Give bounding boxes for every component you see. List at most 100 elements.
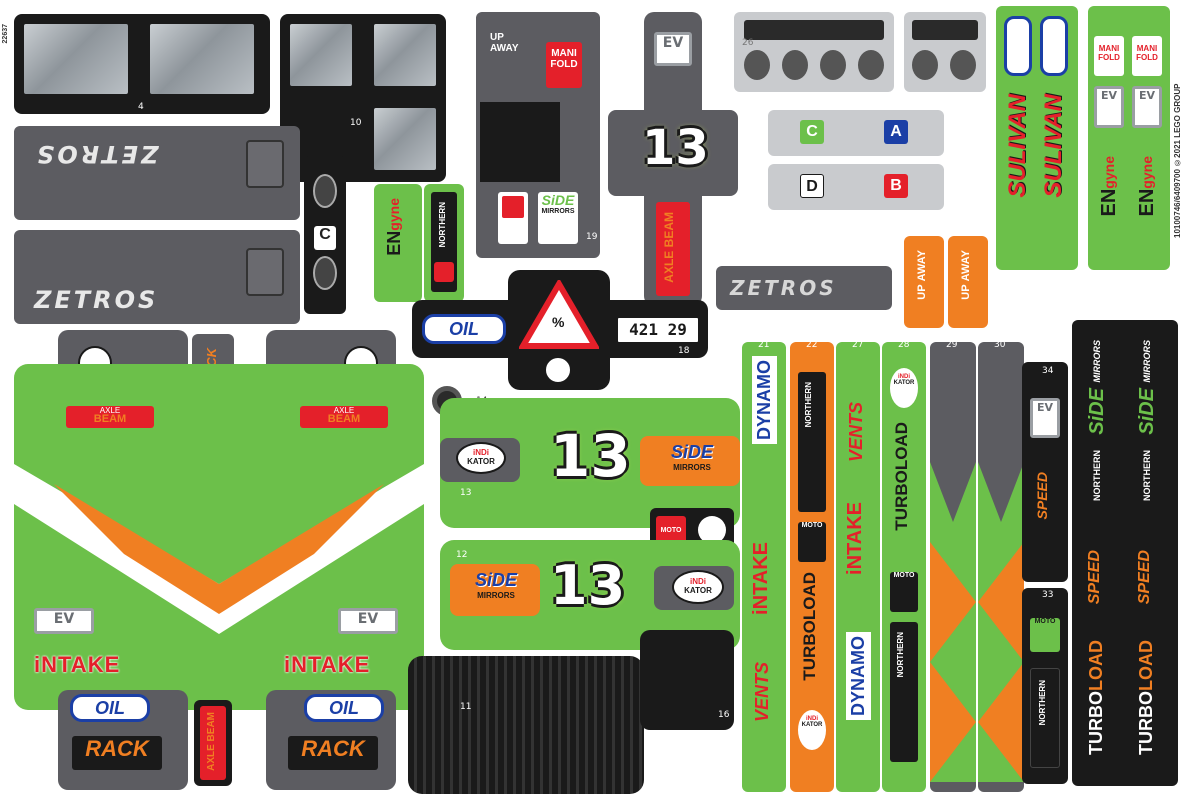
- engyne-logo: ENgyne: [384, 198, 405, 256]
- northern-badge: [1030, 668, 1060, 768]
- northern-text: NORTHERN: [1038, 680, 1047, 726]
- northern-badge: [890, 622, 918, 762]
- mercedes-icon: [820, 50, 846, 80]
- letter-d-chip: D: [800, 174, 824, 198]
- turbo-load-logo: TURBOLOAD: [1136, 640, 1157, 755]
- load-text: LOAD: [800, 572, 819, 621]
- sticker-number: 12: [456, 550, 468, 560]
- sticker-2: ZETROS 2: [14, 230, 300, 324]
- mercedes-icon: [950, 50, 976, 80]
- sticker-number: 27: [852, 342, 864, 350]
- turbo-load-logo: TURBOLOAD: [800, 572, 820, 681]
- sticker-5: AXLE BEAM 5: [194, 700, 232, 786]
- window-panel: [370, 20, 440, 90]
- oil-vertical: [1004, 16, 1032, 76]
- kator-text: KATOR: [467, 457, 495, 466]
- indi-text: iNDi: [473, 448, 489, 457]
- northern-text: NORTHERN: [804, 382, 813, 428]
- zetros-logo: ZETROS: [34, 286, 159, 314]
- up-text: UP: [916, 284, 928, 300]
- moto-logo: MOTO: [890, 572, 918, 612]
- letter-b-chip: B: [884, 174, 908, 198]
- indi-text: iNDi: [806, 716, 818, 722]
- bar-dark: [912, 20, 978, 40]
- window-panel: [20, 20, 132, 98]
- ev-logo: EV: [338, 608, 398, 634]
- sticker-23: ZETROS 23: [716, 266, 892, 310]
- radish-icon: [544, 356, 572, 384]
- sticker-36: SiDE MIRRORS SiDE MIRRORS NORTHERN NORTH…: [1072, 320, 1178, 786]
- sticker-31-left: UP AWAY: [904, 236, 944, 328]
- axle-beam-text: AXLE BEAM: [206, 712, 217, 771]
- kator-text: KATOR: [801, 722, 823, 728]
- mirrors-text: MIRRORS: [1092, 340, 1102, 383]
- sulivan-logo: SULIVAN: [1004, 94, 1031, 198]
- vents-logo: VENTS: [752, 662, 772, 723]
- turbo-text: TURBO: [1136, 691, 1156, 755]
- manifold-logo: MANI FOLD: [1094, 36, 1124, 76]
- manifold-logo: MANI FOLD: [546, 42, 582, 88]
- fold-text: FOLD: [550, 59, 578, 70]
- beam-text: BEAM: [662, 212, 676, 248]
- sheet-code-right: 10100746/6409700 ©2021 LEGO GROUP: [1173, 83, 1182, 238]
- turbo-load-logo: TURBOLOAD: [892, 422, 912, 531]
- window-panel: [286, 20, 356, 90]
- mirror-icon: [313, 256, 337, 290]
- side-text: SiDE: [670, 442, 713, 462]
- mani-text: MANI: [551, 48, 577, 59]
- sticker-number: 30: [994, 342, 1006, 350]
- intake-logo: iNTAKE: [844, 502, 866, 575]
- up-away-logo: UP AWAY: [916, 250, 928, 300]
- sticker-11: 11: [408, 656, 644, 794]
- en-text: EN: [1098, 188, 1120, 217]
- fold-text: FOLD: [1136, 53, 1158, 62]
- mirrors-text: MIRRORS: [541, 208, 575, 215]
- oil-vertical: [1040, 16, 1068, 76]
- zetros-logo: ZETROS: [34, 140, 159, 168]
- race-number-13: 13: [642, 120, 709, 176]
- intake-logo: iNTAKE: [284, 652, 371, 677]
- indikator-logo: iNDi KATOR: [890, 368, 918, 408]
- sticker-35: SULIVAN SULIVAN 35: [996, 6, 1078, 270]
- sticker-number: 19: [586, 232, 598, 242]
- northern-badge: [798, 372, 826, 512]
- axle-beam-badge: AXLE BEAM: [300, 406, 388, 428]
- orange-panel: [450, 564, 540, 616]
- sticker-number: 4: [138, 102, 144, 112]
- dark-panel: [480, 102, 560, 182]
- engyne-logo: ENgyne: [1098, 156, 1121, 216]
- speed-logo: SPEED: [1034, 472, 1050, 520]
- sticker-33: MOTO NORTHERN 33: [1022, 588, 1068, 784]
- letter-a-chip: A: [884, 120, 908, 144]
- race-number-13: 13: [550, 422, 631, 490]
- manifold-logo: MANI FOLD: [1132, 36, 1162, 76]
- northern-text: NORTHERN: [896, 632, 905, 678]
- sticker-number: 29: [946, 342, 958, 350]
- gyne-text: gyne: [1139, 156, 1155, 189]
- sticker-number: 33: [1042, 590, 1054, 600]
- ev-logo: EV: [654, 32, 692, 66]
- letter-c-chip: C: [800, 120, 824, 144]
- vents-logo: VENTS: [846, 402, 866, 463]
- stripe-graphic: [930, 462, 976, 782]
- northern-text: NORTHERN: [438, 202, 447, 248]
- sticker-15: NORTHERN 15: [424, 184, 464, 302]
- side-mirrors-badge: SiDE MIRRORS: [458, 570, 534, 610]
- speed-logo: SPEED: [1136, 550, 1153, 605]
- axle-beam-badge: AXLE BEAM: [66, 406, 154, 428]
- beam-text: BEAM: [93, 413, 127, 425]
- intake-logo: iNTAKE: [34, 652, 121, 677]
- side-mirrors-logo: SiDE MIRRORS: [1086, 340, 1109, 435]
- up-text: UP: [960, 284, 972, 300]
- mirrors-text: MIRRORS: [1142, 340, 1152, 383]
- stripe-graphic: [978, 462, 1024, 782]
- rack-logo: RACK: [72, 736, 162, 770]
- side-mirrors-badge: SiDE MIRRORS: [538, 192, 578, 244]
- mercedes-icon: [744, 50, 770, 80]
- sticker-19: UP AWAY MANI FOLD SiDE MIRRORS 19: [476, 12, 600, 258]
- sticker-3: ZETROS 3: [14, 126, 300, 220]
- northern-badge: [498, 192, 528, 244]
- side-mirrors-logo: SiDE MIRRORS: [1136, 340, 1159, 435]
- sticker-9: ENgyne 9: [374, 184, 422, 302]
- sticker-20-cross: 13: [608, 110, 738, 196]
